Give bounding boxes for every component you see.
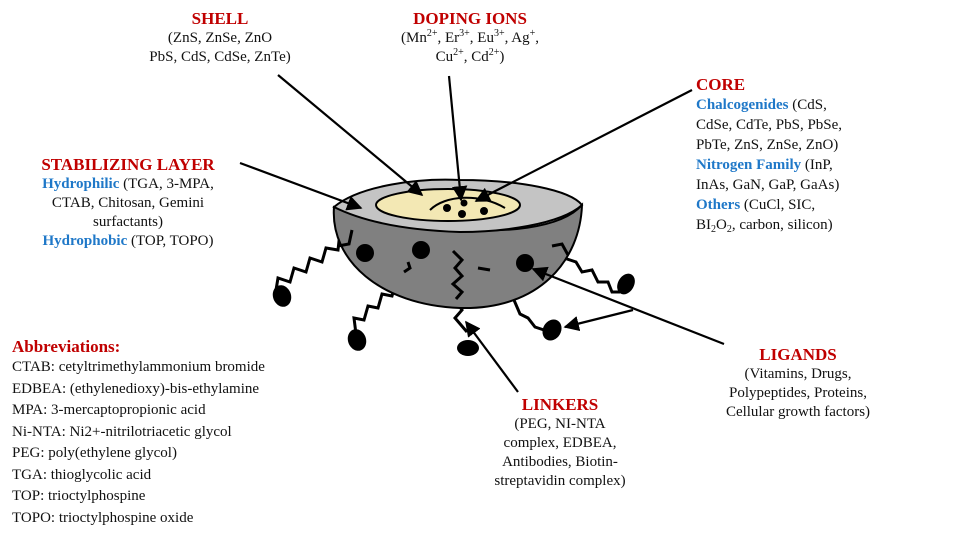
stabilizing-hydrophilic-line2: CTAB, Chitosan, Gemini xyxy=(51,195,205,211)
doping-ions-line1: (Mn2+, Er3+, Eu3+, Ag+, xyxy=(400,28,540,47)
surface-particle xyxy=(412,241,430,259)
inner-chain xyxy=(403,261,412,274)
linkers-title: LINKERS xyxy=(521,395,599,414)
core-title: CORE xyxy=(696,75,746,94)
shell-label: SHELL (ZnS, ZnSe, ZnO PbS, CdS, CdSe, Zn… xyxy=(120,9,320,67)
dopant-dot xyxy=(460,199,468,207)
stabilizing-layer-label: STABILIZING LAYER Hydrophilic (TGA, 3-MP… xyxy=(18,155,238,251)
abbreviation-item: MPA: 3-mercaptopropionic acid xyxy=(12,402,206,418)
shell-materials-line1: (ZnS, ZnSe, ZnO xyxy=(167,30,273,46)
ligands-title: LIGANDS xyxy=(759,345,837,364)
stabilizing-hydrophobic: Hydrophobic (TOP, TOPO) xyxy=(42,233,214,249)
shell-materials-line2: PbS, CdS, CdSe, ZnTe) xyxy=(149,49,291,65)
core-others: Others (CuCl, SIC, xyxy=(696,197,816,213)
core-chalcogenides-line3: PbTe, ZnS, ZnSe, ZnO) xyxy=(696,137,839,153)
surface-particle xyxy=(356,244,374,262)
abbreviation-item: TOPO: trioctylphospine oxide xyxy=(12,509,194,526)
linkers-label: LINKERS (PEG, NI-NTA complex, EDBEA, Ant… xyxy=(465,395,655,491)
core-chalcogenides-line2: CdSe, CdTe, PbS, PbSe, xyxy=(696,117,843,133)
dopant-dot xyxy=(458,210,466,218)
doping-ions-line2: Cu2+, Cd2+) xyxy=(435,47,505,66)
dopant-dot xyxy=(480,207,488,215)
arrow-linkers xyxy=(465,320,519,393)
stabilizing-title: STABILIZING LAYER xyxy=(41,155,215,174)
abbreviation-item: PEG: poly(ethylene glycol) xyxy=(12,445,177,461)
surface-particle xyxy=(516,254,534,272)
inner-chain xyxy=(450,249,465,300)
core-label: CORE Chalcogenides (CdS, CdSe, CdTe, PbS… xyxy=(696,75,916,235)
linkers-line: complex, EDBEA, xyxy=(503,435,617,451)
core-nitrogen-line2: InAs, GaN, GaP, GaAs) xyxy=(696,177,840,193)
abbreviation-item: TGA: thioglycolic acid xyxy=(12,466,152,483)
stabilizing-hydrophilic-line3: surfactants) xyxy=(93,214,163,230)
core-others-line2: BI2O2, carbon, silicon) xyxy=(696,217,833,235)
ligands-label: LIGANDS (Vitamins, Drugs, Polypeptides, … xyxy=(698,345,898,422)
inner-chain xyxy=(477,266,491,272)
arrow-shell xyxy=(277,74,424,196)
arrow-stabilizing xyxy=(239,161,363,211)
inner-chain xyxy=(337,229,354,248)
ligand-head xyxy=(617,273,635,295)
ligand-head xyxy=(542,319,562,341)
abbreviation-item: TOP: trioctylphospine xyxy=(12,488,146,504)
linkers-line: (PEG, NI-NTA xyxy=(514,416,606,432)
shell-title: SHELL xyxy=(191,9,249,28)
stabilizing-hydrophilic: Hydrophilic (TGA, 3-MPA, xyxy=(42,176,214,192)
annotation-arrows xyxy=(239,74,725,393)
abbreviations-block: Abbreviations: CTAB: cetyltrimethylammon… xyxy=(12,337,342,529)
abbreviation-item: CTAB: cetyltrimethylammonium bromide xyxy=(12,359,265,375)
core-chalcogenides: Chalcogenides (CdS, xyxy=(696,97,827,113)
abbreviation-item: EDBEA: (ethylenedioxy)-bis-ethylamine xyxy=(12,380,260,397)
ligand-head xyxy=(347,329,367,351)
ligand-head xyxy=(272,285,292,307)
surface-particles xyxy=(356,241,534,272)
arrow-core xyxy=(474,89,693,202)
arrow-doping xyxy=(447,75,468,202)
inner-chain xyxy=(551,242,570,256)
ligands-line: Cellular growth factors) xyxy=(725,404,871,420)
core-nitrogen-family: Nitrogen Family (InP, xyxy=(696,157,833,173)
ligands-line: (Vitamins, Drugs, xyxy=(744,366,852,382)
abbreviations-title: Abbreviations: xyxy=(12,337,121,356)
arrow-ligands-particle xyxy=(531,266,725,346)
ligand-chain xyxy=(274,231,342,291)
ligands-line: Polypeptides, Proteins, xyxy=(729,385,867,401)
inner-linker-chains xyxy=(337,229,570,300)
linkers-line: Antibodies, Biotin- xyxy=(502,454,618,470)
ligand-head xyxy=(457,340,479,356)
abbreviation-item: Ni-NTA: Ni2+-nitrilotriacetic glycol xyxy=(12,423,232,440)
linkers-line: streptavidin complex) xyxy=(494,473,626,489)
arrow-ligands-head xyxy=(563,308,634,332)
dopant-dot xyxy=(443,204,451,212)
ligand-heads xyxy=(272,273,635,356)
doping-ions-label: DOPING IONS (Mn2+, Er3+, Eu3+, Ag+, Cu2+… xyxy=(370,9,570,67)
doping-title: DOPING IONS xyxy=(413,9,527,28)
